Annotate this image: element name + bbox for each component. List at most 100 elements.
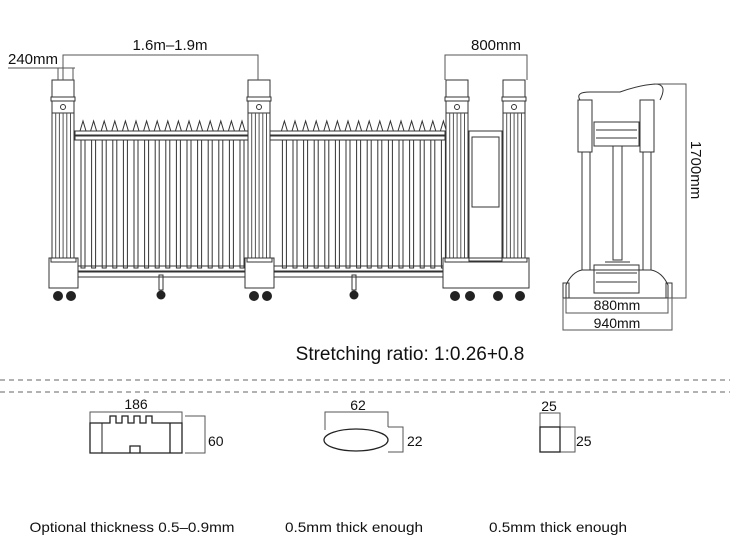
middle-post-ornament (247, 100, 271, 114)
picket (440, 139, 446, 269)
picket-spike (365, 119, 373, 132)
head-base (442, 257, 530, 289)
picket-spike (323, 119, 331, 132)
picket (239, 139, 245, 269)
picket-spike (280, 119, 288, 132)
height-label: 1700mm (687, 141, 704, 199)
profile-caption: Optional thickness 0.5–0.9mm (30, 519, 235, 535)
picket-spike (79, 119, 87, 132)
picket (419, 139, 425, 269)
wheel (66, 291, 76, 301)
wheel (515, 291, 525, 301)
picket-spike (217, 119, 225, 132)
picket-spike (100, 119, 108, 132)
profile-height-label: 60 (208, 433, 224, 449)
picket-spike (429, 119, 437, 132)
door-window (471, 136, 500, 208)
wheel (450, 291, 460, 301)
support-leg (158, 274, 164, 291)
middle-post-cap (246, 96, 272, 102)
head-post-cap (502, 79, 526, 98)
wheel (349, 290, 359, 300)
height-dimension: 1700mm (655, 83, 704, 299)
picket (101, 139, 107, 269)
picket (175, 139, 181, 269)
post-width-dimension: 240mm (8, 51, 75, 80)
head-width-label: 800mm (471, 37, 521, 54)
wheel (53, 291, 63, 301)
width-dimensions: 880mm 940mm (562, 297, 673, 331)
head-width-dimension: 800mm (444, 37, 528, 80)
wheel (156, 290, 166, 300)
picket (154, 139, 160, 269)
profile-height-label: 25 (576, 433, 592, 449)
picket-spike (344, 119, 352, 132)
left-post-ornament (51, 100, 75, 114)
picket (409, 139, 415, 269)
picket (366, 139, 372, 269)
picket-spike (333, 119, 341, 132)
picket-spike (238, 119, 246, 132)
picket-spike (302, 119, 310, 132)
picket-spike (143, 119, 151, 132)
picket (218, 139, 224, 269)
profile-square-tube: 25 25 0.5mm thick enough (489, 398, 627, 535)
picket-spike (196, 119, 204, 132)
picket-spike (111, 119, 119, 132)
picket-spike (408, 119, 416, 132)
middle-base (246, 257, 273, 263)
profile-caption: 0.5mm thick enough (489, 519, 627, 535)
picket-spike (291, 119, 299, 132)
wheel (262, 291, 272, 301)
head-post-cap (445, 79, 469, 98)
middle-post-ornament (256, 104, 262, 110)
left-post-ornament (60, 104, 66, 110)
post-width-label: 240mm (8, 51, 58, 68)
profile-caption: 0.5mm thick enough (285, 519, 423, 535)
picket (377, 139, 383, 269)
picket (324, 139, 330, 269)
outer-width-label: 940mm (594, 315, 641, 331)
head-post-ornament (511, 104, 517, 110)
span-label: 1.6m–1.9m (132, 37, 207, 54)
picket (430, 139, 436, 269)
head-post-cap (501, 96, 527, 102)
head-post-cap (444, 96, 470, 102)
picket-spike (376, 119, 384, 132)
profile-oval-tube: 62 22 0.5mm thick enough (285, 397, 423, 535)
picket (398, 139, 404, 269)
picket-spike (312, 119, 320, 132)
picket (197, 139, 203, 269)
picket (334, 139, 340, 269)
profile-height-label: 22 (407, 433, 423, 449)
picket-spike (355, 119, 363, 132)
picket (356, 139, 362, 269)
left-base (48, 257, 79, 289)
gate-front-view (48, 79, 530, 301)
picket-spike (90, 119, 98, 132)
wheel (465, 291, 475, 301)
door-panel (468, 130, 503, 262)
middle-post-cap (247, 79, 271, 98)
picket-spike (153, 119, 161, 132)
picket (144, 139, 150, 269)
picket (133, 139, 139, 269)
head-post-ornament (445, 100, 469, 114)
middle-base (244, 257, 275, 289)
support-leg (351, 274, 357, 291)
picket (292, 139, 298, 269)
picket-spike (132, 119, 140, 132)
picket-spike (386, 119, 394, 132)
span-dimension: 1.6m–1.9m (62, 37, 259, 80)
gate-side-view (562, 83, 673, 299)
profile-width-label: 25 (541, 398, 557, 414)
profile-width-label: 186 (124, 396, 148, 412)
inner-width-label: 880mm (594, 297, 641, 313)
stretching-ratio: Stretching ratio: 1:0.26+0.8 (296, 344, 525, 365)
picket (303, 139, 309, 269)
wheel (493, 291, 503, 301)
left-base (50, 257, 77, 263)
picket-spike (397, 119, 405, 132)
